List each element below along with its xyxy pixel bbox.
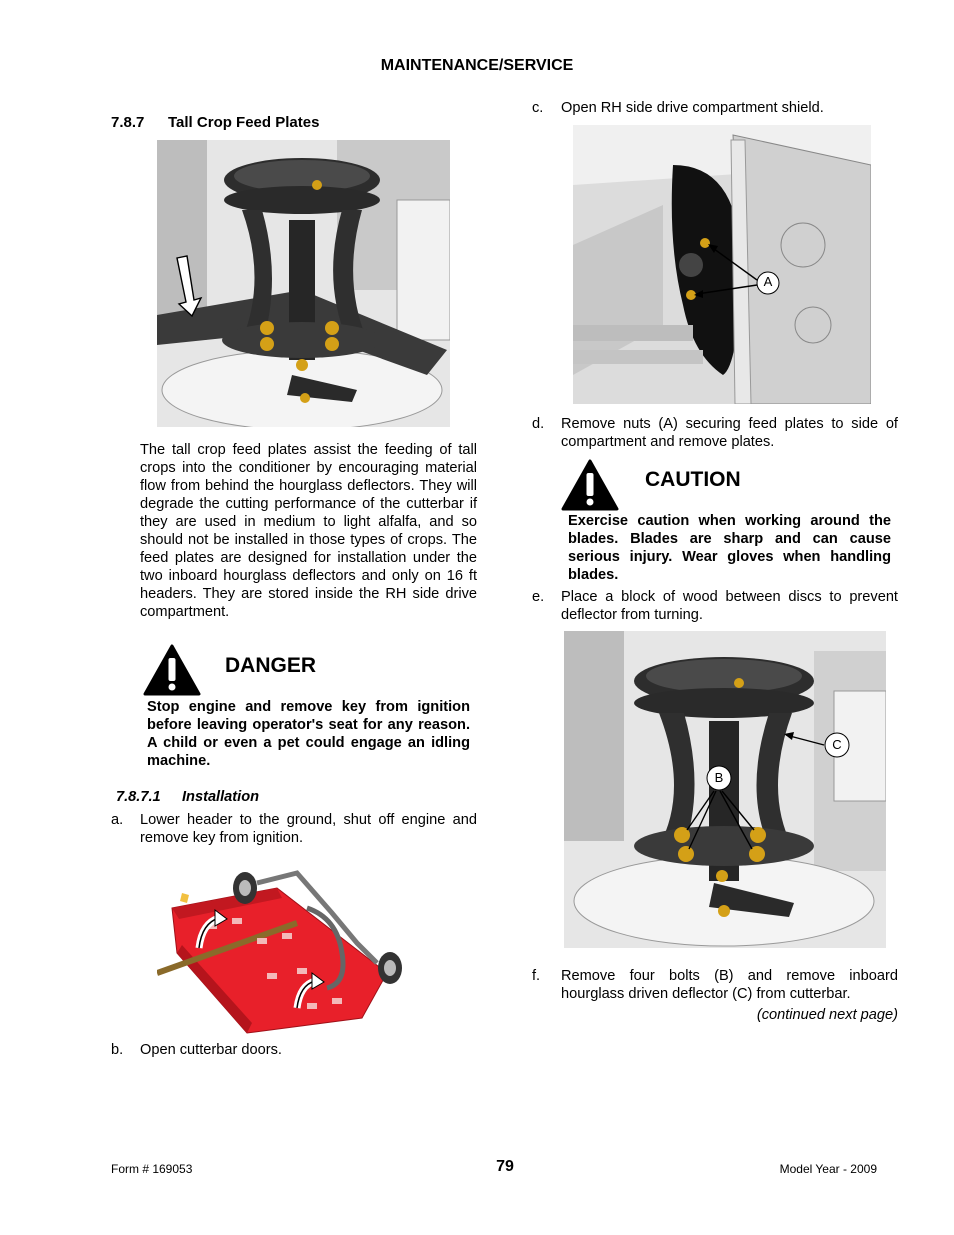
figure-hourglass-deflector [157, 140, 450, 427]
step-a: a. Lower header to the ground, shut off … [111, 811, 477, 847]
page-header-title: MAINTENANCE/SERVICE [380, 57, 574, 74]
section-number: 7.8.7 [111, 114, 145, 131]
caution-label: CAUTION [645, 468, 741, 491]
step-d-text: Remove nuts (A) securing feed plates to … [561, 416, 898, 450]
danger-message: Stop engine and remove key from ignition… [147, 699, 470, 769]
step-a-text: Lower header to the ground, shut off eng… [140, 812, 477, 846]
danger-label: DANGER [225, 654, 317, 677]
section-title: Tall Crop Feed Plates [168, 114, 320, 131]
subsection-heading: 7.8.7.1 Installation [116, 789, 259, 805]
step-d: d. Remove nuts (A) securing feed plates … [532, 415, 898, 451]
section-heading: 7.8.7 Tall Crop Feed Plates [111, 114, 319, 131]
step-c: c. Open RH side drive compartment shield… [532, 99, 898, 117]
step-f-letter: f. [532, 968, 541, 984]
footer-form-number: Form # 169053 [111, 1162, 193, 1176]
caution-icon-wrap [561, 459, 619, 511]
step-b-text: Open cutterbar doors. [140, 1042, 282, 1058]
step-c-text: Open RH side drive compartment shield. [561, 100, 824, 116]
step-e: e. Place a block of wood between discs t… [532, 588, 898, 624]
callout-b: B [714, 770, 724, 785]
exclamation-triangle-icon [561, 459, 619, 511]
subsection-title: Installation [182, 789, 260, 805]
step-f-text: Remove four bolts (B) and remove inboard… [561, 968, 898, 1002]
step-b: b. Open cutterbar doors. [111, 1041, 477, 1059]
footer-page-number: 79 [496, 1158, 514, 1175]
danger-icon-wrap [143, 644, 201, 696]
step-e-text: Place a block of wood between discs to p… [561, 589, 898, 623]
caution-message: Exercise caution when working around the… [568, 513, 891, 583]
footer-model-year: Model Year - 2009 [779, 1162, 877, 1176]
figure-deflector-bolts: B C [564, 631, 886, 948]
callout-a: A [763, 274, 773, 289]
subsection-number: 7.8.7.1 [116, 789, 161, 805]
step-b-letter: b. [111, 1042, 124, 1058]
exclamation-triangle-icon [143, 644, 201, 696]
figure-drive-compartment: A [573, 125, 871, 404]
step-d-letter: d. [532, 416, 545, 432]
step-c-letter: c. [532, 100, 544, 116]
callout-c: C [832, 737, 842, 752]
continued-note: (continued next page) [756, 1007, 898, 1023]
intro-paragraph: The tall crop feed plates assist the fee… [140, 442, 477, 620]
figure-red-header [157, 853, 412, 1038]
step-e-letter: e. [532, 589, 545, 605]
step-a-letter: a. [111, 812, 124, 828]
step-f: f. Remove four bolts (B) and remove inbo… [532, 967, 898, 1003]
